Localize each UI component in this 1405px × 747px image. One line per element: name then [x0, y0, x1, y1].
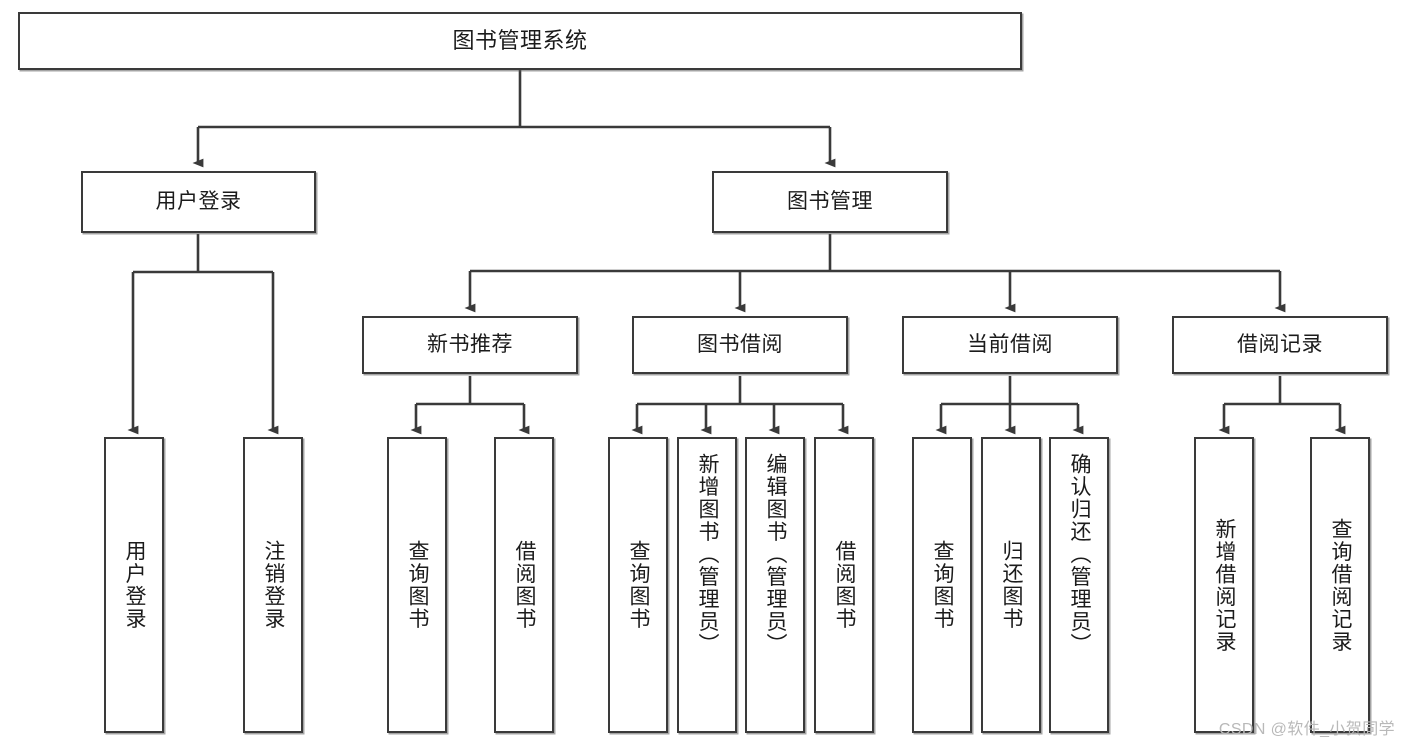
node-label: 查询图书 [406, 540, 430, 630]
node-current-borrow[interactable]: 当前借阅 [902, 316, 1118, 374]
node-label: 注销登录 [262, 540, 286, 630]
node-label: 用户登录 [155, 189, 242, 213]
node-label: 当前借阅 [967, 332, 1053, 356]
node-label: 确认归还（管理员） [1068, 453, 1092, 656]
node-leaf-query-book-borrow[interactable]: 查询图书 [608, 437, 668, 733]
node-leaf-query-book-new[interactable]: 查询图书 [387, 437, 447, 733]
node-leaf-borrow-book[interactable]: 借阅图书 [814, 437, 874, 733]
node-label: 归还图书 [1000, 540, 1024, 630]
node-leaf-query-borrow-record[interactable]: 查询借阅记录 [1310, 437, 1370, 733]
node-label: 图书管理 [787, 189, 873, 213]
csdn-watermark: CSDN @软件_小贺同学 [1218, 721, 1395, 738]
node-leaf-add-book-admin[interactable]: 新增图书（管理员） [677, 437, 737, 733]
node-new-book-recommend[interactable]: 新书推荐 [362, 316, 578, 374]
node-user-login[interactable]: 用户登录 [81, 171, 316, 233]
node-label: 新书推荐 [427, 332, 513, 356]
node-leaf-confirm-return-admin[interactable]: 确认归还（管理员） [1049, 437, 1109, 733]
node-leaf-edit-book-admin[interactable]: 编辑图书（管理员） [745, 437, 805, 733]
node-leaf-return-book[interactable]: 归还图书 [981, 437, 1041, 733]
node-label: 新增图书（管理员） [696, 453, 720, 656]
node-leaf-user-login[interactable]: 用户登录 [104, 437, 164, 733]
node-label: 查询图书 [931, 540, 955, 630]
node-label: 图书管理系统 [452, 28, 588, 54]
node-label: 查询图书 [627, 540, 651, 630]
node-borrow-record[interactable]: 借阅记录 [1172, 316, 1388, 374]
node-label: 借阅图书 [833, 540, 857, 630]
node-leaf-query-book-current[interactable]: 查询图书 [912, 437, 972, 733]
node-label: 编辑图书（管理员） [764, 453, 788, 656]
node-label: 新增借阅记录 [1213, 517, 1237, 653]
node-leaf-borrow-book-new[interactable]: 借阅图书 [494, 437, 554, 733]
node-book-management[interactable]: 图书管理 [712, 171, 948, 233]
node-label: 查询借阅记录 [1329, 517, 1353, 653]
node-leaf-logout[interactable]: 注销登录 [243, 437, 303, 733]
node-root-system[interactable]: 图书管理系统 [18, 12, 1022, 70]
node-label: 图书借阅 [697, 332, 783, 356]
node-label: 借阅图书 [513, 540, 537, 630]
node-label: 借阅记录 [1237, 332, 1323, 356]
node-label: 用户登录 [123, 540, 147, 630]
node-book-borrow[interactable]: 图书借阅 [632, 316, 848, 374]
node-leaf-add-borrow-record[interactable]: 新增借阅记录 [1194, 437, 1254, 733]
